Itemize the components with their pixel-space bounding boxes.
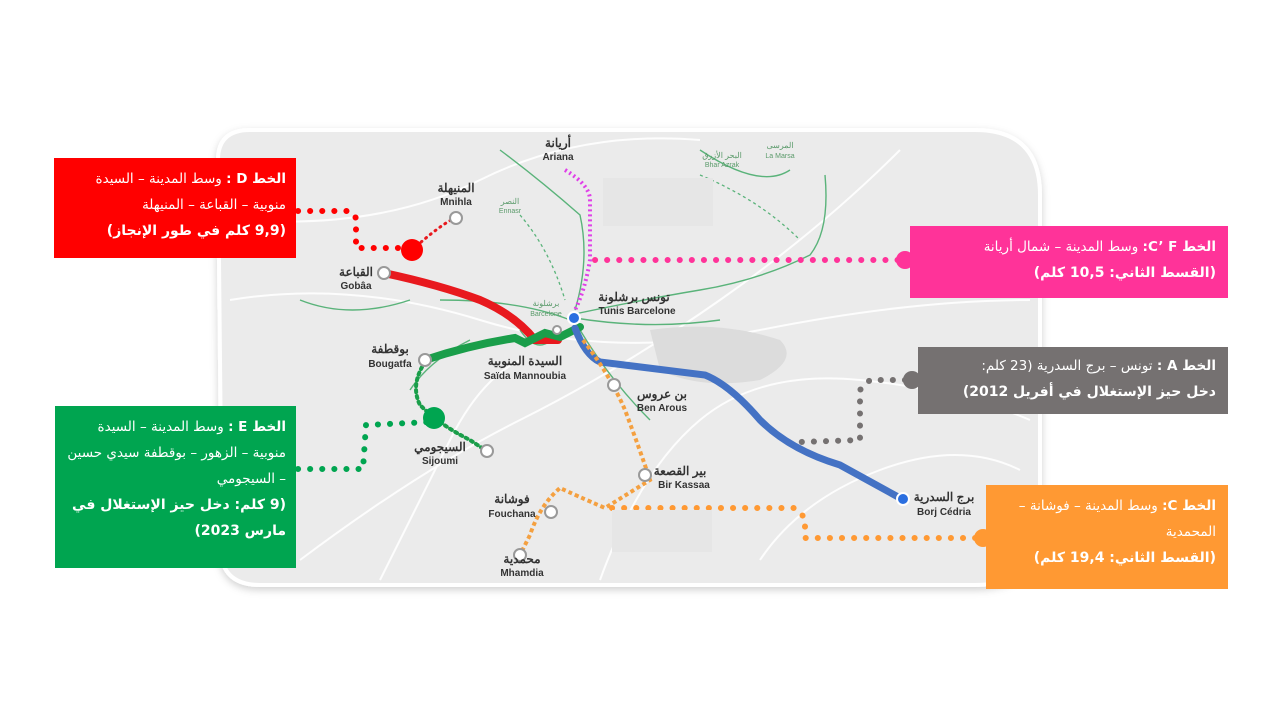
label-bir-kassaa-en: Bir Kassaa bbox=[658, 480, 710, 491]
callout-line-e: الخط E : وسط المدينة – السيدة منوبية – ا… bbox=[55, 406, 296, 568]
callout-connectors bbox=[295, 208, 986, 541]
label-ariana-en: Ariana bbox=[542, 152, 574, 163]
label-tunis-barcelone-ar: تونس برشلونة bbox=[598, 290, 670, 305]
station-marker-mhamdia bbox=[513, 548, 527, 562]
connector-a bbox=[797, 377, 908, 445]
map-blank-area-top bbox=[603, 178, 713, 226]
callout-c-status: (القسط الثاني: 19,4 كلم) bbox=[1033, 550, 1216, 566]
label-sijoumi-ar: السيجومي bbox=[414, 440, 466, 455]
label-bhar-azrak-en: Bhar Azrak bbox=[705, 162, 740, 169]
label-bougatfa-en: Bougatfa bbox=[368, 359, 412, 370]
line-cf-path bbox=[563, 168, 592, 311]
line-e-path bbox=[421, 323, 584, 364]
station-marker-mnihla bbox=[449, 211, 463, 225]
label-fouchana-ar: فوشانة bbox=[494, 492, 530, 507]
station-marker-bougatfa bbox=[418, 353, 432, 367]
label-bhar-azrak-ar: البحر الأزرق bbox=[702, 150, 742, 160]
label-mhamdia-en: Mhamdia bbox=[500, 568, 544, 579]
callout-line-c: الخط C: وسط المدينة – فوشانة –المحمدية (… bbox=[986, 485, 1228, 589]
junction-marker-red bbox=[401, 239, 423, 261]
station-marker-ben-arous bbox=[607, 378, 621, 392]
line-a-path bbox=[571, 324, 904, 502]
callout-line-d: الخط D : وسط المدينة – السيدة منوبية – ا… bbox=[54, 158, 296, 258]
label-borj-cedria-ar: برج السدرية bbox=[914, 490, 975, 505]
station-marker-goba bbox=[377, 266, 391, 280]
callout-cf-status: (القسط الثاني: 10,5 كلم) bbox=[1033, 265, 1216, 281]
connector-c bbox=[609, 505, 986, 541]
station-labels: أريانة Ariana المنيهلة Mnihla القباعة Go… bbox=[339, 135, 974, 579]
callout-e-description: الخط E : وسط المدينة – السيدة منوبية – ا… bbox=[67, 419, 286, 487]
callout-a-status: دخل حيز الإستغلال في أفريل 2012) bbox=[962, 384, 1216, 400]
label-sijoumi-en: Sijoumi bbox=[422, 456, 458, 467]
station-marker-tunis-barcelone bbox=[567, 311, 581, 325]
label-fouchana-en: Fouchana bbox=[488, 509, 536, 520]
label-goba-ar: القباعة bbox=[339, 265, 373, 279]
label-la-marsa-ar: المرسى bbox=[766, 141, 793, 150]
label-ben-arous-ar: بن عروس bbox=[637, 387, 687, 402]
station-marker-sijoumi bbox=[480, 444, 494, 458]
station-markers bbox=[377, 211, 910, 562]
station-marker-fouchana bbox=[544, 505, 558, 519]
label-goba-en: Gobâa bbox=[340, 281, 372, 292]
label-mhamdia-ar: محمدية bbox=[503, 552, 540, 566]
line-d-path bbox=[380, 269, 562, 344]
connector-cf-end bbox=[896, 251, 914, 269]
callout-line-cf: الخط C’ F: وسط المدينة – شمال أريانة (ال… bbox=[910, 226, 1228, 298]
map-blank-area-bottom bbox=[612, 510, 712, 552]
connector-d bbox=[295, 208, 405, 251]
label-bir-kassaa-ar: بير القصعة bbox=[654, 464, 707, 479]
station-marker-saida bbox=[552, 325, 562, 335]
label-ennasr-ar: النصر bbox=[500, 197, 519, 206]
line-c-path bbox=[518, 338, 653, 556]
callout-d-status: (9,9 كلم في طور الإنجاز) bbox=[106, 223, 286, 239]
label-ben-arous-en: Ben Arous bbox=[637, 403, 688, 414]
label-mnihla-en: Mnihla bbox=[440, 197, 472, 208]
callout-e-status: (9 كلم: دخل حيز الإستغلال في مارس 2023) bbox=[72, 497, 286, 539]
label-la-marsa-en: La Marsa bbox=[765, 153, 794, 160]
label-barcelone-small-ar: برشلونة bbox=[533, 299, 560, 308]
label-barcelone-small-en: Barcelone bbox=[530, 311, 562, 318]
station-marker-bir-kassaa bbox=[638, 468, 652, 482]
callout-c-description: الخط C: وسط المدينة – فوشانة –المحمدية bbox=[1018, 498, 1216, 540]
label-tunis-barcelone-en: Tunis Barcelone bbox=[598, 306, 675, 317]
station-marker-borj-cedria bbox=[896, 492, 910, 506]
line-e-dotted bbox=[414, 360, 487, 452]
callout-line-a: الخط A : تونس – برج السدرية (23 كلم: دخل… bbox=[918, 347, 1228, 414]
label-ennasr-en: Ennasr bbox=[499, 208, 522, 215]
callout-cf-description: الخط C’ F: وسط المدينة – شمال أريانة bbox=[983, 239, 1216, 255]
callout-d-description: الخط D : وسط المدينة – السيدة منوبية – ا… bbox=[95, 171, 286, 213]
label-saida-ar: السيدة المنوبية bbox=[488, 354, 562, 369]
label-borj-cedria-en: Borj Cédria bbox=[917, 507, 971, 518]
green-network-lines bbox=[299, 149, 827, 421]
label-saida-en: Saïda Mannoubia bbox=[484, 371, 567, 382]
label-mnihla-ar: المنيهلة bbox=[437, 181, 474, 196]
callout-a-description: الخط A : تونس – برج السدرية (23 كلم: bbox=[981, 358, 1216, 374]
junction-marker-green bbox=[423, 407, 445, 429]
connector-a-end bbox=[903, 371, 921, 389]
connector-e bbox=[295, 419, 433, 472]
label-ariana-ar: أريانة bbox=[545, 135, 571, 151]
label-bougatfa-ar: بوقطفة bbox=[371, 342, 409, 357]
